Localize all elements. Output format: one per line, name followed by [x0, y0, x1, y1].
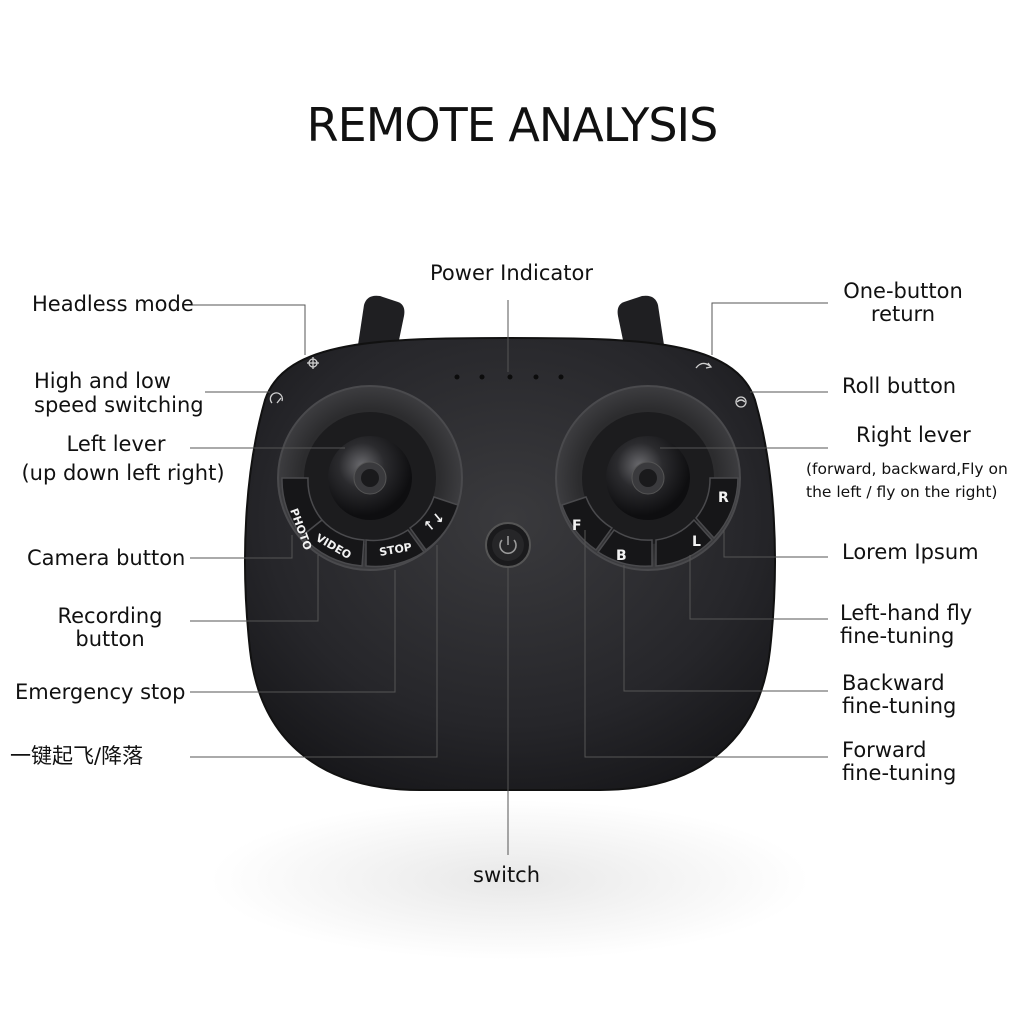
right-lever-label: Right lever: [856, 423, 971, 447]
stop-button[interactable]: [365, 528, 426, 568]
right-lever-desc-2: the left / fly on the right): [806, 483, 998, 501]
forward-tuning-button[interactable]: [561, 496, 614, 552]
stop-label: STOP: [378, 540, 413, 559]
camera-button-label: Camera button: [27, 546, 186, 570]
power-switch[interactable]: [485, 522, 531, 568]
switch-label: switch: [473, 863, 541, 887]
left-fly-tuning-label-1: Left-hand fly: [840, 601, 973, 625]
takeoff-button[interactable]: [408, 496, 459, 552]
lorem-ipsum-label: Lorem Ipsum: [842, 540, 979, 564]
roll-icon[interactable]: [735, 396, 747, 408]
left-lever-label-2: (up down left right): [21, 461, 225, 485]
power-indicator-dots: [454, 374, 564, 380]
headless-mode-label: Headless mode: [32, 292, 194, 316]
right-fly-tuning-button[interactable]: [695, 477, 739, 540]
takeoff-landing-label: 一键起飞/降落: [10, 744, 144, 768]
r-label: R: [718, 490, 729, 506]
headless-icon[interactable]: [307, 357, 319, 369]
return-icon[interactable]: [695, 362, 713, 369]
power-indicator-label: Power Indicator: [430, 261, 593, 285]
f-label: F: [572, 518, 582, 534]
reflection: [210, 800, 810, 960]
power-icon: [499, 536, 517, 555]
right-ear: [617, 295, 664, 345]
forward-tuning-label-1: Forward: [842, 738, 927, 762]
one-button-return-label-1: One-button: [843, 279, 963, 303]
b-label: B: [616, 548, 627, 564]
backward-tuning-label-1: Backward: [842, 671, 945, 695]
one-button-return-label-2: return: [870, 302, 936, 326]
speed-icon[interactable]: [269, 392, 284, 404]
left-fly-tuning-label-2: fine-tuning: [840, 624, 955, 648]
right-lever-desc-1: (forward, backward,Fly on: [806, 460, 1008, 478]
speed-switch-label-1: High and low: [34, 369, 171, 393]
speed-switch-label-2: speed switching: [34, 393, 204, 417]
recording-button-label-1: Recording: [57, 604, 163, 628]
l-label: L: [692, 534, 701, 550]
emergency-stop-label: Emergency stop: [15, 680, 186, 704]
left-lever-label-1: Left lever: [66, 432, 166, 456]
forward-tuning-label-2: fine-tuning: [842, 761, 957, 785]
page-title: REMOTE ANALYSIS: [306, 98, 719, 152]
recording-button-label-2: button: [75, 627, 145, 651]
left-ear: [358, 295, 405, 345]
backward-tuning-label-2: fine-tuning: [842, 694, 957, 718]
video-button[interactable]: [300, 518, 365, 567]
left-fly-tuning-button[interactable]: [655, 518, 714, 567]
roll-button-label: Roll button: [842, 374, 957, 398]
leader-lines: [190, 300, 828, 855]
backward-tuning-button[interactable]: [596, 528, 653, 567]
